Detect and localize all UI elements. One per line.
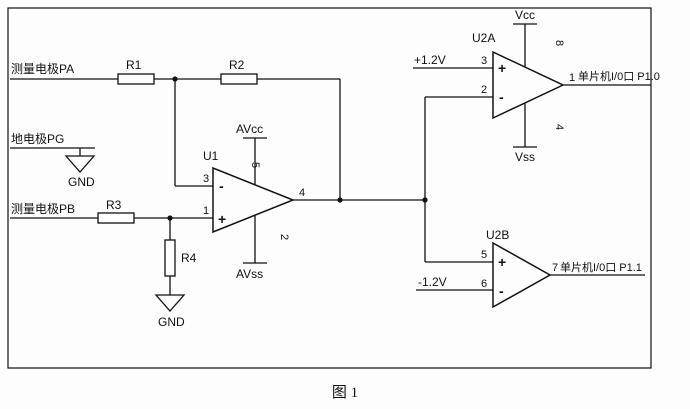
u1-pin5: 5 — [249, 162, 261, 168]
opamp-u1-name: U1 — [203, 149, 219, 163]
gnd-label: GND — [158, 315, 185, 329]
u2a-pin2: 2 — [481, 84, 487, 96]
u2b-output-label: 单片机I/0口 P1.1 — [560, 260, 642, 274]
ground-symbol-icon — [64, 155, 96, 173]
u2b-pin5: 5 — [481, 249, 487, 261]
junction-dot — [167, 215, 173, 221]
u2a-pin1: 1 — [569, 72, 575, 84]
u2a-pin3: 3 — [481, 55, 487, 67]
opamp-u1-triangle — [212, 166, 296, 234]
resistor-label-r3: R3 — [106, 198, 122, 212]
figure-caption: 图 1 — [332, 384, 358, 401]
input-label-pb: 测量电极PB — [11, 202, 75, 216]
resistor-r4-body — [164, 239, 176, 277]
junction-dot — [422, 197, 428, 203]
ground-symbol-icon — [154, 294, 186, 312]
u1-pin3: 3 — [203, 173, 209, 185]
opamp-u2a-triangle — [492, 50, 565, 120]
u1-plus-sign: + — [218, 211, 226, 227]
u1-minus-sign: - — [219, 178, 224, 194]
gnd-label: GND — [68, 175, 95, 189]
junction-dot — [337, 197, 343, 203]
u2b-pin7: 7 — [552, 262, 558, 274]
u2a-pin4: 4 — [553, 124, 565, 130]
u2b-plus-sign: + — [498, 254, 506, 270]
wires — [10, 23, 651, 295]
u1-pin1: 1 — [203, 205, 209, 217]
input-label-pg: 地电极PG — [11, 132, 64, 146]
u2a-pin8: 8 — [553, 40, 565, 46]
opamp-u2b-name: U2B — [486, 228, 509, 242]
u2a-output-label: 单片机I/0口 P1.0 — [578, 69, 660, 83]
resistor-r1-body — [117, 73, 155, 85]
resistor-label-r1: R1 — [126, 58, 142, 72]
opamp-u2b-triangle — [492, 241, 552, 309]
resistor-r2-body — [220, 73, 258, 85]
u1-avss-label: AVss — [236, 267, 263, 281]
u2a-vcc-label: Vcc — [515, 8, 535, 22]
u2a-vss-label: Vss — [515, 150, 535, 164]
resistor-label-r4: R4 — [181, 251, 197, 265]
u2b-ref-label: -1.2V — [418, 275, 447, 289]
u2a-ref-label: +1.2V — [414, 53, 446, 67]
junction-dot — [172, 76, 178, 82]
opamp-u2a-name: U2A — [472, 31, 495, 45]
input-label-pa: 测量电极PA — [11, 62, 74, 76]
resistor-label-r2: R2 — [229, 58, 245, 72]
u2a-minus-sign: - — [499, 89, 504, 105]
u1-pin4: 4 — [299, 187, 305, 199]
u1-pin2: 2 — [278, 234, 290, 240]
u2b-minus-sign: - — [499, 283, 504, 299]
u2b-pin6: 6 — [481, 278, 487, 290]
resistor-r3-body — [97, 212, 135, 224]
u1-avcc-label: AVcc — [236, 122, 263, 136]
u2a-plus-sign: + — [498, 60, 506, 76]
schematic-border — [7, 7, 652, 369]
